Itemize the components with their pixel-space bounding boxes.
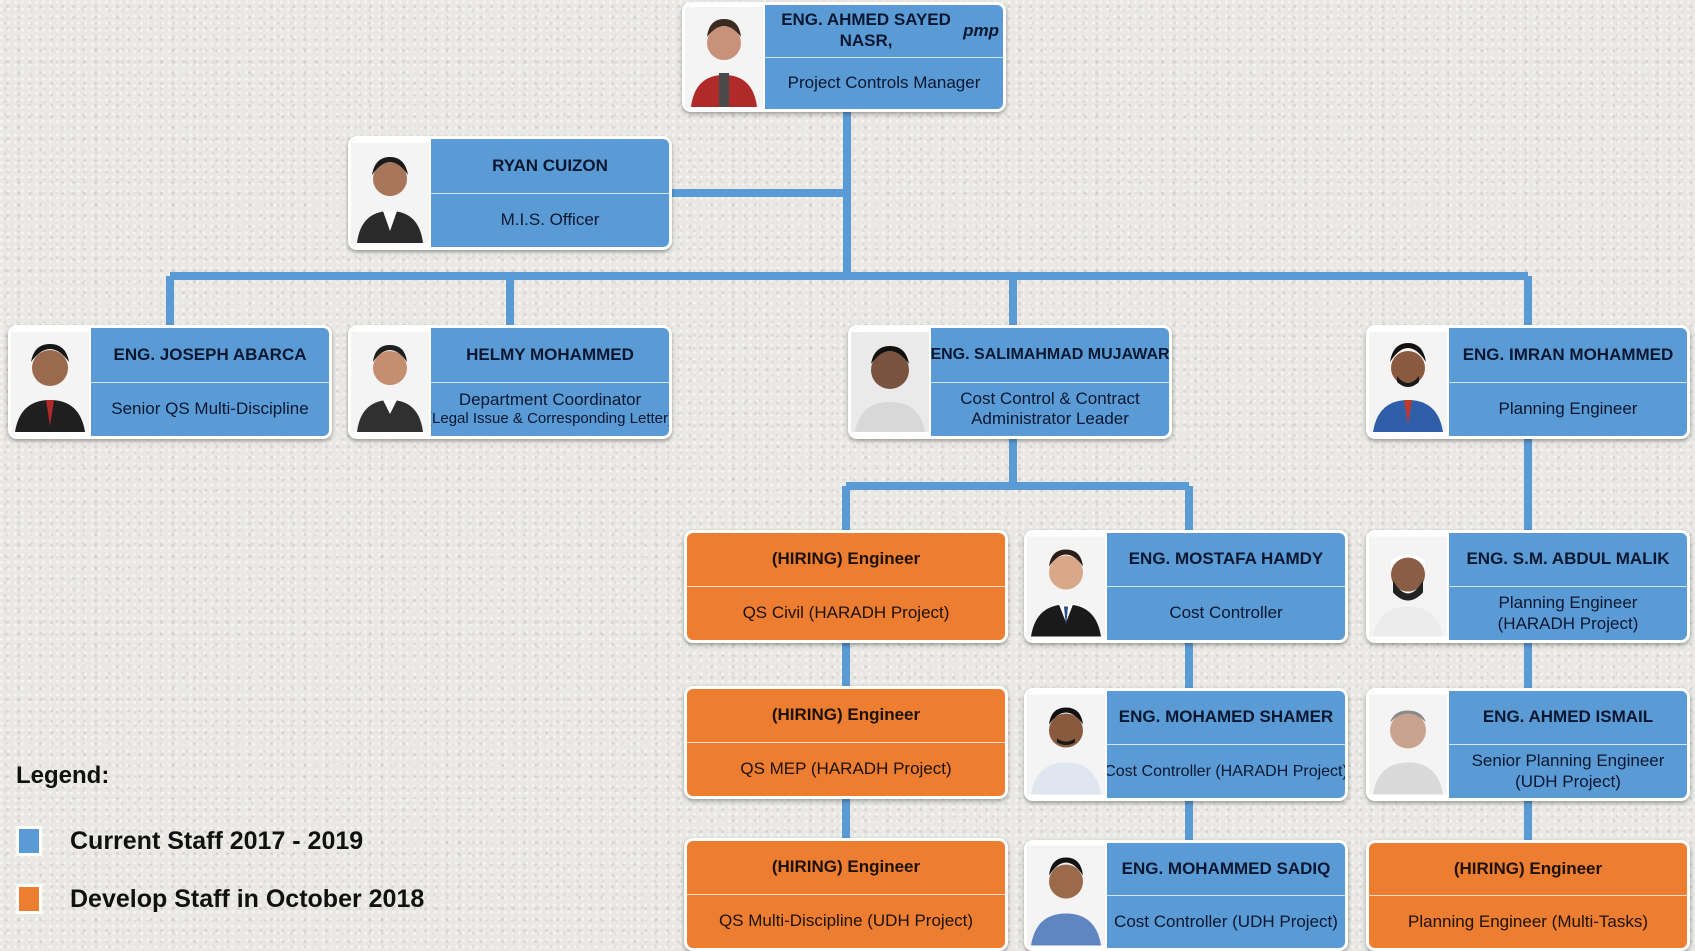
person-photo <box>351 139 431 247</box>
node-role-line1: Planning Engineer <box>1498 593 1638 613</box>
node-name: ENG. S.M. ABDUL MALIK <box>1449 533 1687 587</box>
node-role: QS Civil (HARADH Project) <box>742 603 950 623</box>
legend-swatch-orange <box>16 884 42 914</box>
credential-suffix: pmp <box>963 20 999 40</box>
org-node-ryan-cuizon: RYAN CUIZON M.I.S. Officer <box>348 136 672 250</box>
node-role: Senior Planning Engineer (UDH Project) <box>1449 745 1687 798</box>
node-role: Senior QS Multi-Discipline <box>111 399 309 419</box>
person-photo <box>11 328 91 436</box>
org-node-hiring-planning: (HIRING) Engineer Planning Engineer (Mul… <box>1366 840 1690 951</box>
node-role-line1: Senior Planning Engineer <box>1471 751 1665 771</box>
person-photo <box>1369 691 1449 798</box>
org-node-joseph-abarca: ENG. JOSEPH ABARCA Senior QS Multi-Disci… <box>8 325 332 439</box>
node-role: QS Multi-Discipline (UDH Project) <box>718 911 974 931</box>
legend-swatch-blue <box>16 826 42 856</box>
person-photo <box>1027 691 1107 798</box>
org-node-salimahmad-mujawar: ENG. SALIMAHMAD MUJAWAR Cost Control & C… <box>848 325 1172 439</box>
node-role: Planning Engineer <box>1498 399 1638 419</box>
legend-label: Develop Staff in October 2018 <box>70 884 425 913</box>
node-role: Project Controls Manager <box>787 73 981 93</box>
node-name: ENG. AHMED ISMAIL <box>1449 691 1687 745</box>
org-node-abdul-malik: ENG. S.M. ABDUL MALIK Planning Engineer … <box>1366 530 1690 643</box>
node-role-line2: Administrator Leader <box>971 409 1129 429</box>
node-name: (HIRING) Engineer <box>687 689 1005 743</box>
node-role: M.I.S. Officer <box>500 210 600 230</box>
legend-label: Current Staff 2017 - 2019 <box>70 826 364 855</box>
person-photo <box>1027 533 1107 640</box>
node-role-line2: (UDH Project) <box>1515 771 1621 791</box>
person-photo <box>851 328 931 436</box>
node-name: (HIRING) Engineer <box>687 841 1005 895</box>
node-name: ENG. IMRAN MOHAMMED <box>1449 328 1687 383</box>
person-photo <box>1369 533 1449 640</box>
node-name: ENG. MOHAMMED SADIQ <box>1107 843 1345 896</box>
org-node-mohamed-shamer: ENG. MOHAMED SHAMER Cost Controller (HAR… <box>1024 688 1348 801</box>
person-photo <box>351 328 431 436</box>
node-name: ENG. AHMED SAYED NASR, pmp <box>765 5 1003 58</box>
legend-item-develop: Develop Staff in October 2018 <box>16 870 424 928</box>
node-role: Cost Control & Contract Administrator Le… <box>931 383 1169 437</box>
node-name: ENG. SALIMAHMAD MUJAWAR <box>930 328 1169 383</box>
node-role: Planning Engineer (Multi-Tasks) <box>1408 911 1648 931</box>
node-name: ENG. JOSEPH ABARCA <box>91 328 329 383</box>
person-photo <box>685 5 765 109</box>
legend-item-current: Current Staff 2017 - 2019 <box>16 812 424 870</box>
node-role-line1: Department Coordinator <box>458 390 642 410</box>
org-node-hiring-qs-mep: (HIRING) Engineer QS MEP (HARADH Project… <box>684 686 1008 799</box>
node-role: Cost Controller (HARADH Project) <box>1104 762 1348 780</box>
org-node-hiring-qs-multi: (HIRING) Engineer QS Multi-Discipline (U… <box>684 838 1008 951</box>
node-name: HELMY MOHAMMED <box>431 328 669 383</box>
legend: Legend: Current Staff 2017 - 2019 Develo… <box>16 762 424 928</box>
person-photo <box>1369 328 1449 436</box>
node-role-line1: Cost Control & Contract <box>960 388 1140 408</box>
node-name: RYAN CUIZON <box>431 139 669 194</box>
person-photo <box>1027 843 1107 948</box>
org-node-ahmed-sayed-nasr: ENG. AHMED SAYED NASR, pmp Project Contr… <box>682 2 1006 112</box>
node-role: QS MEP (HARADH Project) <box>740 759 952 779</box>
node-role-line2: (Legal Issue & Corresponding Letter) <box>427 410 672 428</box>
node-role: Cost Controller <box>1169 603 1283 623</box>
org-node-hiring-qs-civil: (HIRING) Engineer QS Civil (HARADH Proje… <box>684 530 1008 643</box>
org-node-mostafa-hamdy: ENG. MOSTAFA HAMDY Cost Controller <box>1024 530 1348 643</box>
legend-title: Legend: <box>16 762 110 789</box>
node-name: (HIRING) Engineer <box>687 533 1005 587</box>
node-name: ENG. MOHAMED SHAMER <box>1107 691 1345 745</box>
node-role: Cost Controller (UDH Project) <box>1114 911 1338 931</box>
node-name: (HIRING) Engineer <box>1369 843 1687 896</box>
org-node-mohammed-sadiq: ENG. MOHAMMED SADIQ Cost Controller (UDH… <box>1024 840 1348 951</box>
node-role: Department Coordinator (Legal Issue & Co… <box>427 383 669 437</box>
org-node-imran-mohammed: ENG. IMRAN MOHAMMED Planning Engineer <box>1366 325 1690 439</box>
node-role: Planning Engineer (HARADH Project) <box>1449 587 1687 640</box>
org-node-helmy-mohammed: HELMY MOHAMMED Department Coordinator (L… <box>348 325 672 439</box>
node-role-line2: (HARADH Project) <box>1497 613 1639 633</box>
node-name: ENG. MOSTAFA HAMDY <box>1107 533 1345 587</box>
org-node-ahmed-ismail: ENG. AHMED ISMAIL Senior Planning Engine… <box>1366 688 1690 801</box>
